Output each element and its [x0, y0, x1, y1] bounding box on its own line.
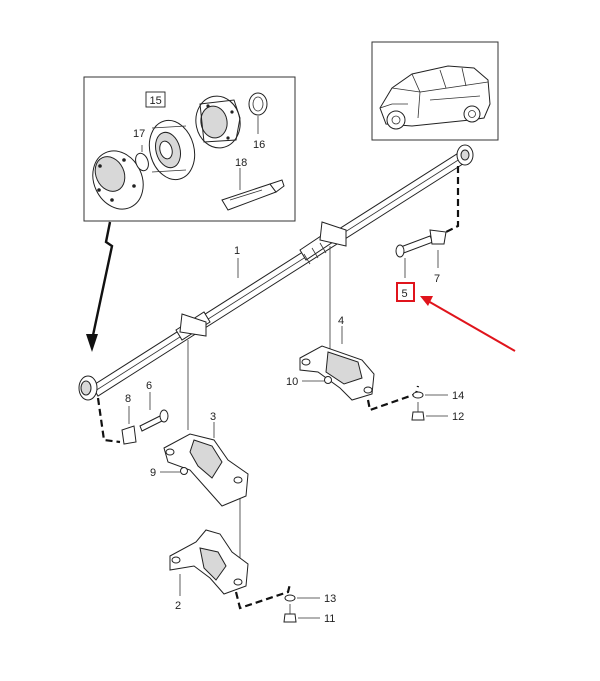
nut-part-12: 12 — [411, 402, 464, 423]
inset-pointer — [86, 221, 114, 352]
label-10: 10 — [286, 376, 298, 388]
washer-part-14: 14 — [412, 390, 464, 402]
label-2: 2 — [175, 600, 181, 612]
dashed-leader-2 — [234, 583, 292, 610]
bracket-part-8: 8 — [121, 393, 137, 445]
label-18: 18 — [235, 157, 247, 169]
red-callout-arrow — [420, 296, 516, 352]
snap-ring-part-17: 17 — [133, 128, 149, 172]
car-illustration — [379, 65, 491, 130]
highlighted-label-5: 5 — [396, 282, 415, 302]
bolt-part-9: 9 — [150, 467, 188, 479]
support-bracket-part-3: 3 — [163, 411, 249, 507]
label-8: 8 — [125, 393, 131, 405]
dashed-leader-8 — [96, 397, 121, 444]
label-11: 11 — [324, 613, 335, 625]
seal-part-16: 16 — [248, 92, 268, 151]
bolt-part-10: 10 — [286, 376, 332, 388]
bolt-part-6: 6 — [139, 380, 169, 432]
label-7: 7 — [434, 273, 440, 285]
propeller-shaft-part-1: 1 — [78, 144, 474, 401]
bolt-part-5 — [395, 235, 434, 278]
label-9: 9 — [150, 467, 156, 479]
label-5: 5 — [402, 288, 408, 300]
label-4: 4 — [338, 315, 344, 327]
dashed-leader-4 — [366, 385, 420, 412]
label-12: 12 — [452, 411, 464, 423]
cv-housing-part — [195, 95, 241, 149]
label-6: 6 — [146, 380, 152, 392]
support-bracket-part-4: 4 — [299, 315, 375, 401]
label-1: 1 — [234, 245, 240, 257]
dashed-leader-7 — [445, 166, 460, 233]
cv-joint-part — [148, 119, 196, 181]
label-14: 14 — [452, 390, 464, 402]
bracket-part-7: 7 — [429, 229, 447, 285]
detail-inset: 15 17 — [83, 76, 296, 222]
washer-part-13: 13 — [284, 593, 336, 605]
label-17: 17 — [133, 128, 145, 140]
nut-part-11: 11 — [283, 604, 335, 625]
label-15: 15 — [150, 95, 162, 107]
label-16: 16 — [253, 139, 265, 151]
label-3: 3 — [210, 411, 216, 423]
vehicle-thumbnail — [371, 41, 499, 141]
label-13: 13 — [324, 593, 336, 605]
flange-plate-part — [92, 150, 144, 210]
grease-tube-part-18: 18 — [221, 157, 285, 211]
support-bracket-part-2: 2 — [169, 529, 249, 612]
